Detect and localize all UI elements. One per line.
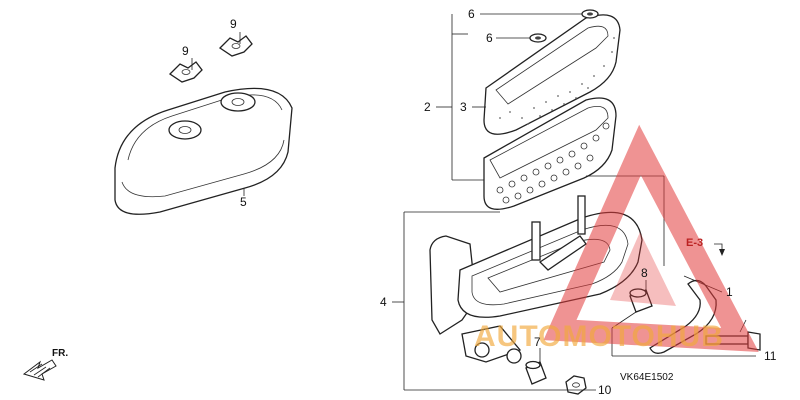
callout-11: 11 [764, 349, 777, 363]
front-label: FR. [52, 348, 68, 359]
callout-1: 1 [726, 285, 733, 299]
paper-air-filter-element[interactable] [483, 97, 617, 210]
callout-8: 8 [641, 266, 648, 280]
collar-7[interactable] [525, 360, 547, 385]
callout-5: 5 [240, 195, 247, 209]
grommet-top[interactable] [581, 9, 599, 19]
flange-nut[interactable] [565, 375, 587, 395]
callout-10: 10 [598, 383, 612, 397]
callout-4: 4 [380, 295, 387, 309]
callout-7: 7 [534, 335, 541, 349]
callout-3: 3 [460, 100, 467, 114]
diagram-code: VK64E1502 [620, 372, 674, 383]
callout-9-left: 9 [182, 44, 189, 58]
watermark-text: AUTOMOTOHUB [474, 320, 724, 353]
callout-6-mid: 6 [486, 31, 493, 45]
reference-label[interactable]: E-3 [686, 237, 703, 249]
wing-nut-left[interactable] [168, 61, 203, 83]
callout-6-top: 6 [468, 7, 475, 21]
callout-2: 2 [424, 100, 431, 114]
grommet-mid[interactable] [529, 33, 547, 43]
callout-9-right: 9 [230, 17, 237, 31]
air-cleaner-cover[interactable] [114, 87, 293, 215]
front-direction-arrow [22, 359, 57, 381]
wing-nut-right[interactable] [218, 35, 253, 57]
collar-8[interactable] [629, 288, 653, 313]
watermark-logo [543, 124, 759, 353]
outer-foam-element[interactable] [483, 14, 621, 135]
